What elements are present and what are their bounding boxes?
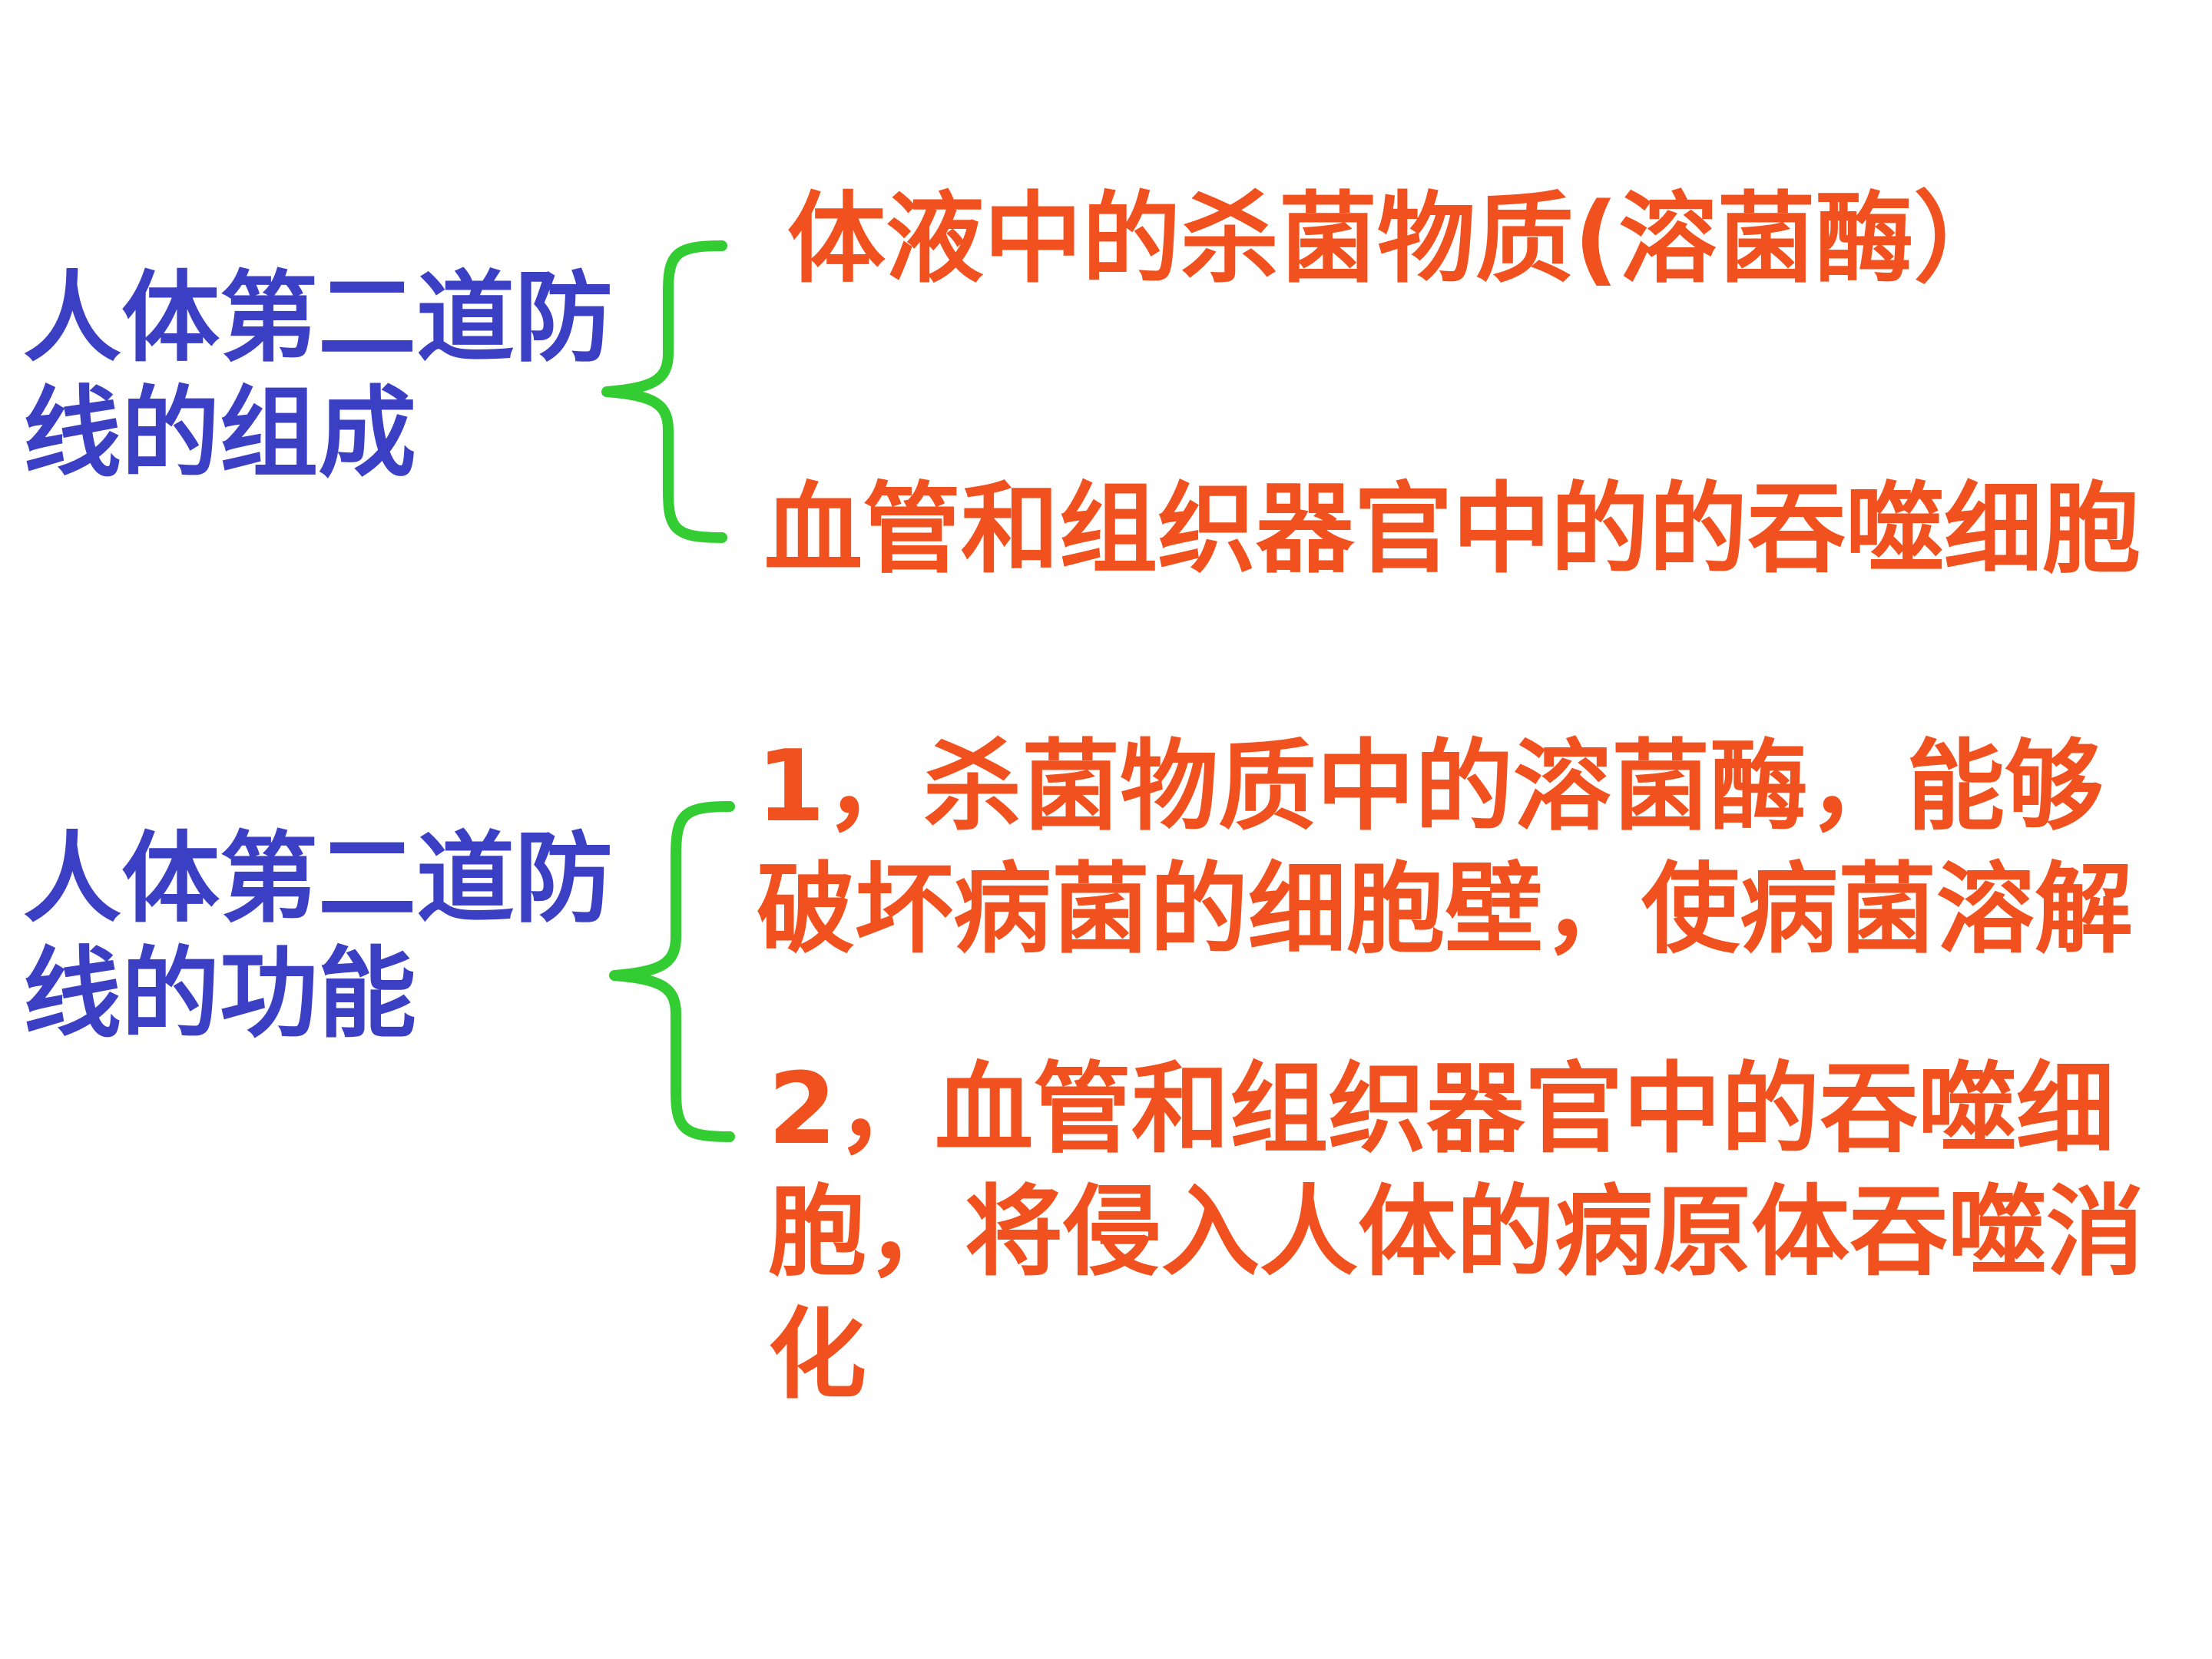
curly-brace-icon [609, 801, 735, 1142]
curly-brace-icon [601, 240, 727, 543]
composition-label: 人体第二道防线的组成 [23, 261, 614, 491]
composition-item-bactericidal: 体液中的杀菌物质(溶菌酶） [787, 182, 2012, 296]
function-item-lysozyme: 1，杀菌物质中的溶菌酶，能够破坏病菌的细胞壁，使病菌溶解 [757, 730, 2134, 967]
composition-item-phagocytes: 血管和组织器官中的的吞噬细胞 [764, 472, 2141, 587]
function-item-phagocytosis: 2，血管和组织器官中的吞噬细胞，将侵入人体的病原体吞噬消化 [768, 1052, 2145, 1412]
function-label: 人体第二道防线的功能 [23, 822, 614, 1051]
